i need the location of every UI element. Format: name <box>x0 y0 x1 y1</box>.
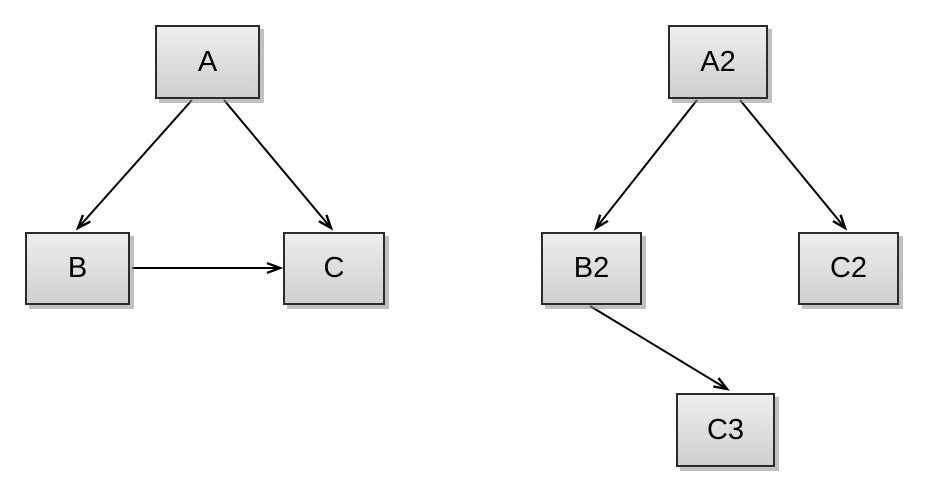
arrowhead-icon <box>75 214 91 231</box>
node-label: A2 <box>700 45 736 78</box>
node-label: B <box>67 252 88 284</box>
edge-a2-to-c2 <box>739 99 848 231</box>
node-label: C <box>323 252 345 284</box>
node-label: B2 <box>573 252 610 284</box>
node-a2[interactable]: A2 <box>668 25 768 99</box>
node-label: A <box>197 45 218 78</box>
node-b2[interactable]: B2 <box>541 232 642 305</box>
node-c3[interactable]: C3 <box>676 393 775 467</box>
edge-b-to-c <box>132 261 284 275</box>
node-b[interactable]: B <box>25 232 130 305</box>
edge-a2-to-b2 <box>593 99 698 231</box>
node-c2[interactable]: C2 <box>798 232 899 305</box>
edge-b2-to-c3 <box>589 305 730 391</box>
arrowhead-icon <box>318 214 334 231</box>
arrowhead-icon <box>832 214 848 231</box>
arrowhead-icon <box>593 214 609 231</box>
arrowhead-icon <box>713 377 730 391</box>
edge-a-to-b <box>75 99 193 231</box>
edge-line <box>223 99 332 229</box>
arrowhead-icon <box>266 261 284 275</box>
edge-a-to-c <box>223 99 334 231</box>
node-label: C3 <box>706 413 745 446</box>
edge-line <box>589 305 728 390</box>
node-label: C2 <box>829 252 868 284</box>
edge-line <box>77 99 193 229</box>
edge-line <box>739 99 846 229</box>
edge-line <box>595 99 698 229</box>
node-c[interactable]: C <box>283 232 385 305</box>
node-a[interactable]: A <box>155 25 260 99</box>
